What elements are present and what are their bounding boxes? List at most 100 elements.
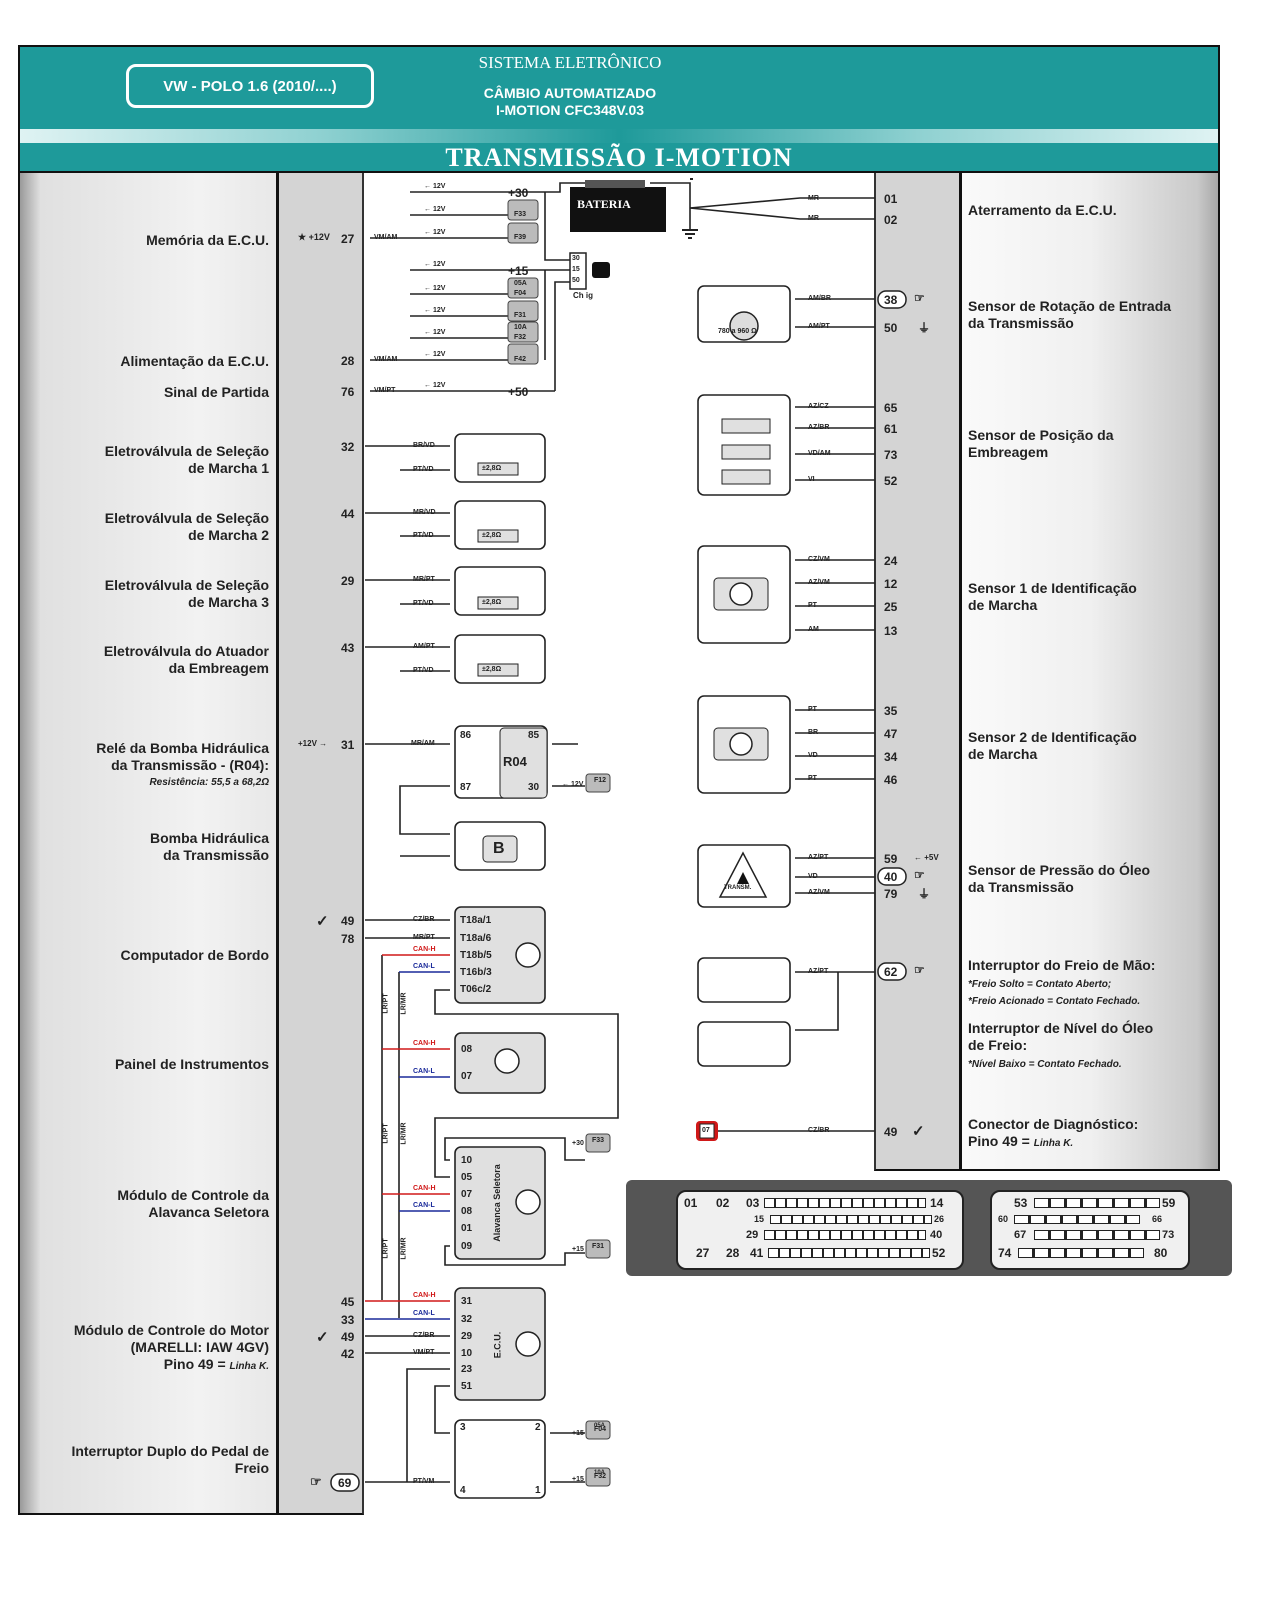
label-ecu-memory: Memória da E.C.U. — [146, 232, 269, 248]
conn-pin: 59 — [1162, 1196, 1176, 1210]
pin-49: 49 — [341, 914, 355, 928]
label-line: Sensor 2 de Identificação — [968, 729, 1137, 745]
wire-code: MR/VD — [413, 509, 436, 516]
fuse-label-f32: F32 — [514, 334, 527, 341]
label-line: de Marcha 3 — [188, 594, 269, 610]
gear-wheel-icon — [729, 311, 759, 341]
pump-label: B — [493, 840, 505, 857]
pin-43: 43 — [341, 641, 355, 655]
line-plus15: +15 — [572, 1246, 584, 1253]
wire-code: AM/PT — [413, 643, 435, 650]
label-line: Sensor de Pressão do Óleo — [968, 862, 1151, 878]
transistor-symbol-icon — [515, 1189, 541, 1215]
bus-wire-label: LR/PT — [382, 1238, 390, 1259]
pin-33: 33 — [341, 1313, 355, 1327]
wire-code: VM/PT — [374, 387, 396, 394]
hand-pointer-icon: ☞ — [914, 868, 925, 882]
check-icon: ✓ — [912, 1123, 925, 1140]
wire-code: VM/PT — [413, 1349, 435, 1356]
can-l-label: CAN-L — [413, 963, 435, 970]
voltage-12v: ← 12V — [424, 285, 446, 292]
label-line: de Freio: — [968, 1037, 1028, 1053]
wire-code: BR — [808, 729, 819, 736]
wire-code: PT — [808, 602, 817, 609]
wire-ignition-30 — [544, 192, 570, 261]
switch-pin: 1 — [535, 1485, 541, 1496]
transistor-symbol-icon — [494, 1048, 520, 1074]
connector-pin: 31 — [461, 1296, 473, 1307]
label-line: da Transmissão — [163, 847, 269, 863]
relay-pin-30: 30 — [528, 782, 540, 793]
label-line: (MARELLI: IAW 4GV) — [130, 1339, 269, 1355]
label-line: Bomba Hidráulica — [149, 830, 269, 846]
pressure-sensor-label: TRANSM. — [724, 885, 752, 891]
transmission-subtitle: CÂMBIO AUTOMATIZADO I-MOTION CFC348V.03 — [320, 85, 820, 119]
connector-pin: 09 — [461, 1241, 473, 1252]
wire-code: AZ/PT — [808, 968, 829, 975]
label-line: de Marcha 2 — [188, 527, 269, 543]
label-line: Conector de Diagnóstico: — [968, 1116, 1139, 1132]
can-l-label: CAN-L — [413, 1310, 435, 1317]
wire-battery-negative — [650, 182, 691, 230]
selector-module-label: Alavanca Seletora — [491, 1164, 502, 1242]
pin-29: 29 — [341, 574, 355, 588]
connector-pin: T18a/6 — [460, 933, 492, 944]
ignition-pin-30: 30 — [572, 255, 580, 262]
pin-row — [1034, 1230, 1160, 1240]
pin-73: 73 — [884, 448, 898, 462]
switch-pin: 4 — [460, 1485, 466, 1496]
can-l-label: CAN-L — [413, 1068, 435, 1075]
relay-pin-85: 85 — [528, 730, 540, 741]
wire-code: PT/VD — [413, 532, 434, 539]
connector-pin: T18b/5 — [460, 950, 492, 961]
bus-wire-label: LR/MR — [400, 1237, 408, 1260]
pin-31: 31 — [341, 738, 355, 752]
wire-code: AM/PT — [808, 323, 830, 330]
fuse-label-f33: F33 — [514, 211, 527, 218]
fuse-label-f42: F42 — [514, 356, 527, 363]
fuse-label-f04: F04 — [594, 1426, 607, 1433]
line-plus30: +30 — [572, 1140, 584, 1147]
pin-01: 01 — [884, 192, 898, 206]
conn-pin: 80 — [1154, 1246, 1168, 1260]
wire-code: MR/PT — [413, 576, 435, 583]
hall-element-icon — [721, 418, 771, 434]
conn-pin: 66 — [1152, 1214, 1163, 1224]
brake-fluid-note: *Nível Baixo = Contato Fechado. — [968, 1059, 1122, 1070]
ecu-module-box — [454, 1287, 546, 1401]
pressure-sensor-box — [697, 844, 791, 908]
voltage-12v: ← 12V — [424, 382, 446, 389]
pump-box — [454, 821, 546, 871]
connector-pin: 01 — [461, 1223, 473, 1234]
conn-pin: 53 — [1014, 1196, 1028, 1210]
wire-code: PT/VD — [413, 466, 434, 473]
connector-pin: 51 — [461, 1381, 473, 1392]
transistor-symbol-icon — [515, 942, 541, 968]
switch-pin: 3 — [460, 1422, 466, 1433]
pin-13: 13 — [884, 624, 898, 638]
pin-24: 24 — [884, 554, 898, 568]
fuse-f32 — [507, 321, 539, 343]
board-computer-box — [454, 906, 546, 1004]
conn-pin: 60 — [998, 1214, 1009, 1224]
wire-code: BR/VD — [413, 442, 435, 449]
ground-icon: ⏚ — [918, 321, 931, 335]
hand-pointer-icon: ☞ — [310, 1474, 322, 1489]
pin-59: 59 — [884, 852, 898, 866]
relay-body — [499, 727, 548, 799]
solenoid-resistance: ±2,8Ω — [482, 599, 502, 606]
can-l-label: CAN-L — [413, 1202, 435, 1209]
conn-pin: 28 — [726, 1246, 740, 1260]
label-line: da Embreagem — [168, 660, 269, 676]
clutch-solenoid-box — [454, 634, 546, 684]
label-line: Freio — [234, 1460, 269, 1476]
voltage-12v: ← 12V — [424, 351, 446, 358]
fuse-f42 — [507, 343, 539, 365]
